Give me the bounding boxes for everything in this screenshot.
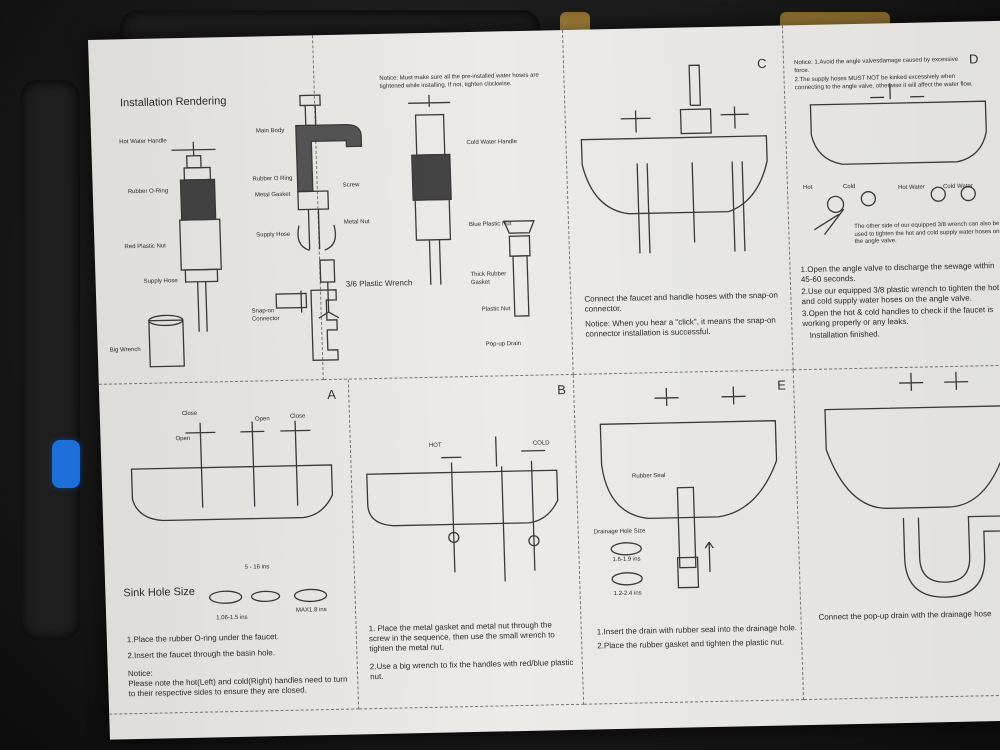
label-blue-plastic-nut: Blue Plastic Nut — [468, 221, 512, 229]
line-drawings — [130, 64, 1000, 604]
sink-hole-size-title: Sink Hole Size — [123, 585, 196, 600]
sink-hole-max: MAX1.8 ins — [295, 607, 327, 614]
label-hot-water-handle: Hot Water Handle — [119, 138, 167, 146]
panel-b-step1: 1. Place the metal gasket and metal nut … — [368, 620, 555, 654]
instruction-sheet: Installation Rendering Notice: Must make… — [88, 19, 1000, 740]
label-main-body: Main Body — [255, 127, 285, 135]
foam-recess-left — [20, 80, 80, 640]
label-rubber-o-ring-left: Rubber O-Ring — [127, 188, 169, 196]
sink-b-icon — [366, 436, 559, 582]
panel-d-letter: D — [968, 51, 979, 67]
panel-a-open-right: Open — [254, 416, 270, 423]
sheet-title: Installation Rendering — [119, 95, 227, 110]
sink-hole-spread: 5 - 16 ins — [244, 564, 270, 571]
panel-c-text1: Connect the faucet and handle hoses with… — [584, 290, 778, 314]
cold-handle-icon — [408, 94, 452, 285]
panel-b-letter: B — [556, 382, 567, 398]
drain-icon — [502, 220, 535, 317]
label-rubber-o-ring-mid: Rubber O Ring — [252, 175, 293, 183]
label-snap-on-connector: Snap-on Connector — [251, 308, 280, 323]
panel-d-cold-water: Cold Water — [942, 183, 973, 191]
sink-icon — [580, 64, 768, 254]
panel-b-hot: HOT — [428, 442, 442, 449]
label-plastic-nut: Plastic Nut — [481, 306, 511, 313]
panel-a-close-left: Close — [181, 410, 198, 418]
panel-e-letter: E — [776, 377, 787, 393]
panel-a-open-left: Open — [175, 435, 191, 443]
panel-d-step3: 3.Open the hot & cold handles to check i… — [801, 305, 994, 329]
panel-a-notice: Notice: — [127, 668, 153, 679]
panel-e-size2: 1.2-2.4 ins — [613, 590, 642, 598]
panel-c-text2: Notice: When you hear a "click", it mean… — [585, 315, 776, 339]
panel-a-close-right: Close — [289, 413, 306, 420]
blue-fitting-icon — [52, 440, 80, 488]
p-trap-icon — [824, 371, 1000, 598]
handle-icon — [171, 141, 222, 332]
label-red-plastic-nut: Red Plastic Nut — [124, 243, 166, 251]
sink-hole-size: 1.06-1.5 ins — [216, 614, 248, 622]
angle-valve-icon — [809, 83, 987, 236]
panel-d-step1: 1.Open the angle valve to discharge the … — [800, 261, 995, 285]
panel-d-hot-water: Hot Water — [897, 184, 925, 192]
panel-e-drain-hole-size: Drainage Hole Size — [593, 528, 646, 536]
panel-c-letter: C — [756, 55, 767, 71]
label-popup-drain: Pop-up Drain — [485, 340, 522, 348]
panel-e-size1: 1.6-1.9 ins — [612, 556, 641, 564]
label-plastic-wrench: 3/6 Plastic Wrench — [345, 278, 413, 289]
label-metal-nut: Metal Nut — [343, 219, 370, 226]
label-supply-hose-left: Supply Hose — [143, 278, 178, 285]
label-thick-rubber-gasket: Thick Rubber Gasket — [470, 271, 507, 286]
panel-d-cold: Cold — [842, 183, 856, 191]
wrench-icon — [148, 314, 185, 368]
label-screw: Screw — [342, 182, 360, 189]
panel-e-rubber-seal: Rubber Seal — [631, 472, 666, 480]
panel-d-hot: Hot — [802, 184, 813, 192]
plastic-wrench-icon — [310, 289, 339, 362]
sink-a-icon — [130, 420, 334, 604]
label-metal-gasket: Metal Gasket — [254, 191, 291, 199]
panel-d-step2: 2.Use our equipped 3/8 plastic wrench to… — [801, 282, 1000, 307]
panel-a-letter: A — [327, 386, 337, 403]
label-supply-hose-mid: Supply Hose — [256, 231, 291, 239]
panel-d-finished: Installation finished. — [809, 329, 881, 340]
label-big-wrench: Big Wrench — [109, 346, 141, 354]
faucet-icon — [295, 94, 363, 252]
panel-b-cold: COLD — [532, 440, 550, 447]
label-cold-water-handle: Cold Water Handle — [466, 139, 517, 147]
panel-d-wrench-note: The other side of our equipped 3/8 wrenc… — [854, 220, 1000, 245]
sink-e-icon — [599, 386, 778, 589]
